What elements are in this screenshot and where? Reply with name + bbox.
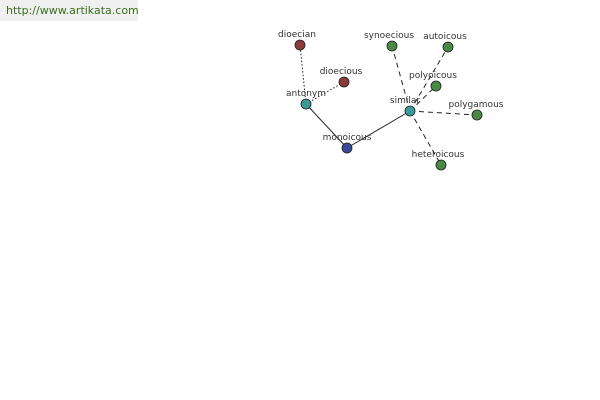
node-label: polygamous: [449, 100, 504, 110]
node-autoicous[interactable]: autoicous: [423, 32, 467, 53]
node-label: dioecious: [320, 67, 363, 77]
node-marker[interactable]: [386, 40, 398, 52]
node-synoecious[interactable]: synoecious: [364, 31, 414, 52]
edge-antonym-dioecian: [299, 44, 307, 105]
node-marker[interactable]: [442, 41, 454, 53]
source-link[interactable]: http://www.artikata.com: [0, 0, 139, 21]
node-dioecious[interactable]: dioecious: [320, 67, 363, 88]
node-marker[interactable]: [435, 159, 447, 171]
node-similar[interactable]: similar: [390, 96, 420, 117]
edge-antonym-dioecious: [305, 81, 345, 105]
node-label: dioecian: [278, 30, 316, 40]
edge-similar-synoecious: [391, 45, 411, 112]
node-label: polyoicous: [409, 71, 457, 81]
node-marker[interactable]: [471, 109, 483, 121]
edge-similar-heteroicous: [409, 110, 442, 166]
node-dioecian[interactable]: dioecian: [278, 30, 316, 51]
node-label: antonym: [286, 89, 326, 99]
node-polygamous[interactable]: polygamous: [449, 100, 504, 121]
node-marker[interactable]: [338, 76, 350, 88]
node-marker[interactable]: [404, 105, 416, 117]
edge-similar-autoicous: [409, 46, 449, 112]
nodes-layer: monoicous antonym similar dioecian dioecious…: [278, 30, 504, 171]
edge-similar-polyoicous: [409, 85, 437, 112]
node-marker[interactable]: [430, 80, 442, 92]
node-marker[interactable]: [300, 98, 312, 110]
edge-monoicous-similar: [346, 110, 411, 149]
node-monoicous[interactable]: monoicous: [323, 133, 372, 154]
node-label: heteroicous: [412, 150, 465, 160]
node-label: similar: [390, 96, 420, 106]
node-heteroicous[interactable]: heteroicous: [412, 150, 465, 171]
node-marker[interactable]: [341, 142, 353, 154]
node-marker[interactable]: [294, 39, 306, 51]
node-label: synoecious: [364, 31, 414, 41]
node-polyoicous[interactable]: polyoicous: [409, 71, 457, 92]
edge-similar-polygamous: [409, 110, 478, 116]
node-label: monoicous: [323, 133, 372, 143]
edge-monoicous-antonym: [305, 103, 348, 149]
node-label: autoicous: [423, 32, 467, 42]
node-antonym[interactable]: antonym: [286, 89, 326, 110]
edges-layer: [299, 44, 478, 166]
